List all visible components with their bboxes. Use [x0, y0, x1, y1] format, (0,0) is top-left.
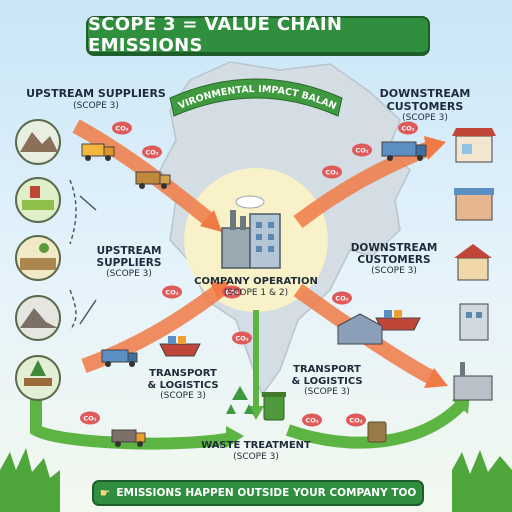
ship-icon-left [159, 336, 201, 357]
downstream-mid-scope: (SCOPE 3) [371, 266, 417, 277]
co2-cloud-icon: CO₂ [80, 411, 100, 425]
co2-cloud-label: CO₂ [349, 417, 362, 425]
waste-scope: (SCOPE 3) [233, 451, 279, 462]
company-factory-icon [221, 195, 281, 269]
downstream-mid-line1: DOWNSTREAM [350, 242, 438, 254]
co2-cloud-icon: CO₂ [232, 331, 252, 345]
company-operation-label: COMPANY OPERATION (SCOPE 1 & 2) [188, 276, 324, 298]
co2-cloud-label: CO₂ [401, 125, 414, 133]
waste-treatment-label: WASTE TREATMENT (SCOPE 3) [196, 440, 316, 462]
upstream-top-title: UPSTREAM SUPPLIERS [26, 87, 166, 100]
upstream-suppliers-top-label: UPSTREAM SUPPLIERS (SCOPE 3) [6, 87, 186, 111]
supplier-quarry-circle [15, 295, 61, 341]
page-title: SCOPE 3 = VALUE CHAIN EMISSIONS [88, 14, 343, 56]
supplier-field-circle [15, 235, 61, 281]
transport-right-line2: & LOGISTICS [291, 375, 363, 387]
warehouse-icon [337, 313, 383, 345]
supplier-farm-circle [15, 177, 61, 223]
transport-left-label: TRANSPORT & LOGISTICS (SCOPE 3) [138, 368, 228, 401]
co2-cloud-icon: CO₂ [346, 413, 366, 427]
co2-cloud-icon: CO₂ [352, 143, 372, 157]
waste-truck-icon [111, 429, 146, 447]
co2-cloud-label: CO₂ [355, 147, 368, 155]
ship-icon-right [375, 310, 421, 331]
co2-cloud-label: CO₂ [335, 295, 348, 303]
customer-factory-icon [453, 362, 493, 401]
co2-cloud-icon: CO₂ [162, 285, 182, 299]
pointing-hand-icon: ☛ [99, 486, 111, 500]
co2-cloud-icon: CO₂ [302, 413, 322, 427]
footer-message: EMISSIONS HAPPEN OUTSIDE YOUR COMPANY TO… [116, 487, 417, 499]
co2-cloud-icon: CO₂ [222, 285, 242, 299]
co2-cloud-icon: CO₂ [398, 121, 418, 135]
truck-icon-upstream-2 [135, 171, 171, 189]
upstream-mid-line1: UPSTREAM [96, 245, 162, 257]
co2-cloud-label: CO₂ [325, 169, 338, 177]
connector-brackets [79, 195, 97, 325]
truck-icon-upstream-1 [81, 143, 115, 161]
customer-house-icon [454, 244, 492, 281]
arrow-downstream-bottom-head [424, 368, 448, 388]
upstream-mid-scope: (SCOPE 3) [106, 269, 152, 280]
upstream-mid-line2: SUPPLIERS [96, 257, 162, 270]
co2-cloud-label: CO₂ [235, 335, 248, 343]
supplier-mine-circle [15, 119, 61, 165]
upstream-top-scope: (SCOPE 3) [73, 100, 119, 111]
co2-cloud-label: CO₂ [165, 289, 178, 297]
transport-left-line1: TRANSPORT [149, 368, 217, 379]
arrow-company-to-waste-head [248, 406, 264, 420]
truck-icon-downstream [381, 141, 427, 161]
company-scope: (SCOPE 1 & 2) [223, 287, 289, 298]
upstream-suppliers-mid-label: UPSTREAM SUPPLIERS (SCOPE 3) [84, 245, 174, 279]
company-title: COMPANY OPERATION [194, 276, 318, 287]
co2-cloud-label: CO₂ [115, 125, 128, 133]
arrow-upstream-top-head [200, 210, 222, 232]
downstream-customers-mid-label: DOWNSTREAM CUSTOMERS (SCOPE 3) [344, 242, 444, 276]
title-banner: SCOPE 3 = VALUE CHAIN EMISSIONS [86, 14, 430, 56]
connector-supplier-1 [69, 179, 77, 245]
co2-cloud-icon: CO₂ [142, 145, 162, 159]
recycle-icon [226, 386, 254, 414]
footer-banner: ☛ EMISSIONS HAPPEN OUTSIDE YOUR COMPANY … [92, 480, 424, 506]
arrow-upstream-top [72, 119, 217, 228]
connector-supplier-2 [69, 289, 77, 331]
co2-cloud-icon: CO₂ [322, 165, 342, 179]
transport-right-scope: (SCOPE 3) [304, 387, 350, 397]
co2-cloud-label: CO₂ [305, 417, 318, 425]
truck-icon-logistics-left [101, 349, 138, 367]
arrow-downstream-top-head [424, 136, 446, 160]
co2-cloud-icon: CO₂ [332, 291, 352, 305]
customer-store-icon [454, 188, 494, 221]
arrow-upstream-bottom-head [210, 282, 230, 300]
co2-cloud-group: CO₂ CO₂ CO₂ CO₂ CO₂ CO₂ CO₂ CO₂ CO₂ CO₂ CO₂ CO₂ [80, 121, 418, 427]
customer-office-icon [459, 303, 489, 341]
waste-bin-icon [262, 392, 286, 421]
transport-left-line2: & LOGISTICS [147, 379, 219, 391]
co2-cloud-label: CO₂ [145, 149, 158, 157]
downstream-top-title: DOWNSTREAM CUSTOMERS [379, 87, 471, 113]
transport-right-label: TRANSPORT & LOGISTICS (SCOPE 3) [282, 364, 372, 397]
recycling-bin-icon [367, 421, 387, 443]
co2-cloud-icon: CO₂ [112, 121, 132, 135]
co2-cloud-label: CO₂ [83, 415, 96, 423]
ribbon-banner [169, 78, 343, 117]
downstream-customers-top-label: DOWNSTREAM CUSTOMERS (SCOPE 3) [340, 87, 510, 124]
arrow-waste-left-head [226, 426, 244, 448]
downstream-top-scope: (SCOPE 3) [402, 113, 448, 124]
transport-right-line1: TRANSPORT [293, 364, 361, 375]
customer-shop-icon [452, 128, 496, 163]
supplier-logging-circle [15, 355, 61, 401]
transport-left-scope: (SCOPE 3) [160, 391, 206, 401]
co2-cloud-label: CO₂ [225, 289, 238, 297]
waste-title: WASTE TREATMENT [201, 440, 311, 451]
downstream-mid-line2: CUSTOMERS [357, 254, 431, 267]
grass-strip [0, 448, 512, 512]
